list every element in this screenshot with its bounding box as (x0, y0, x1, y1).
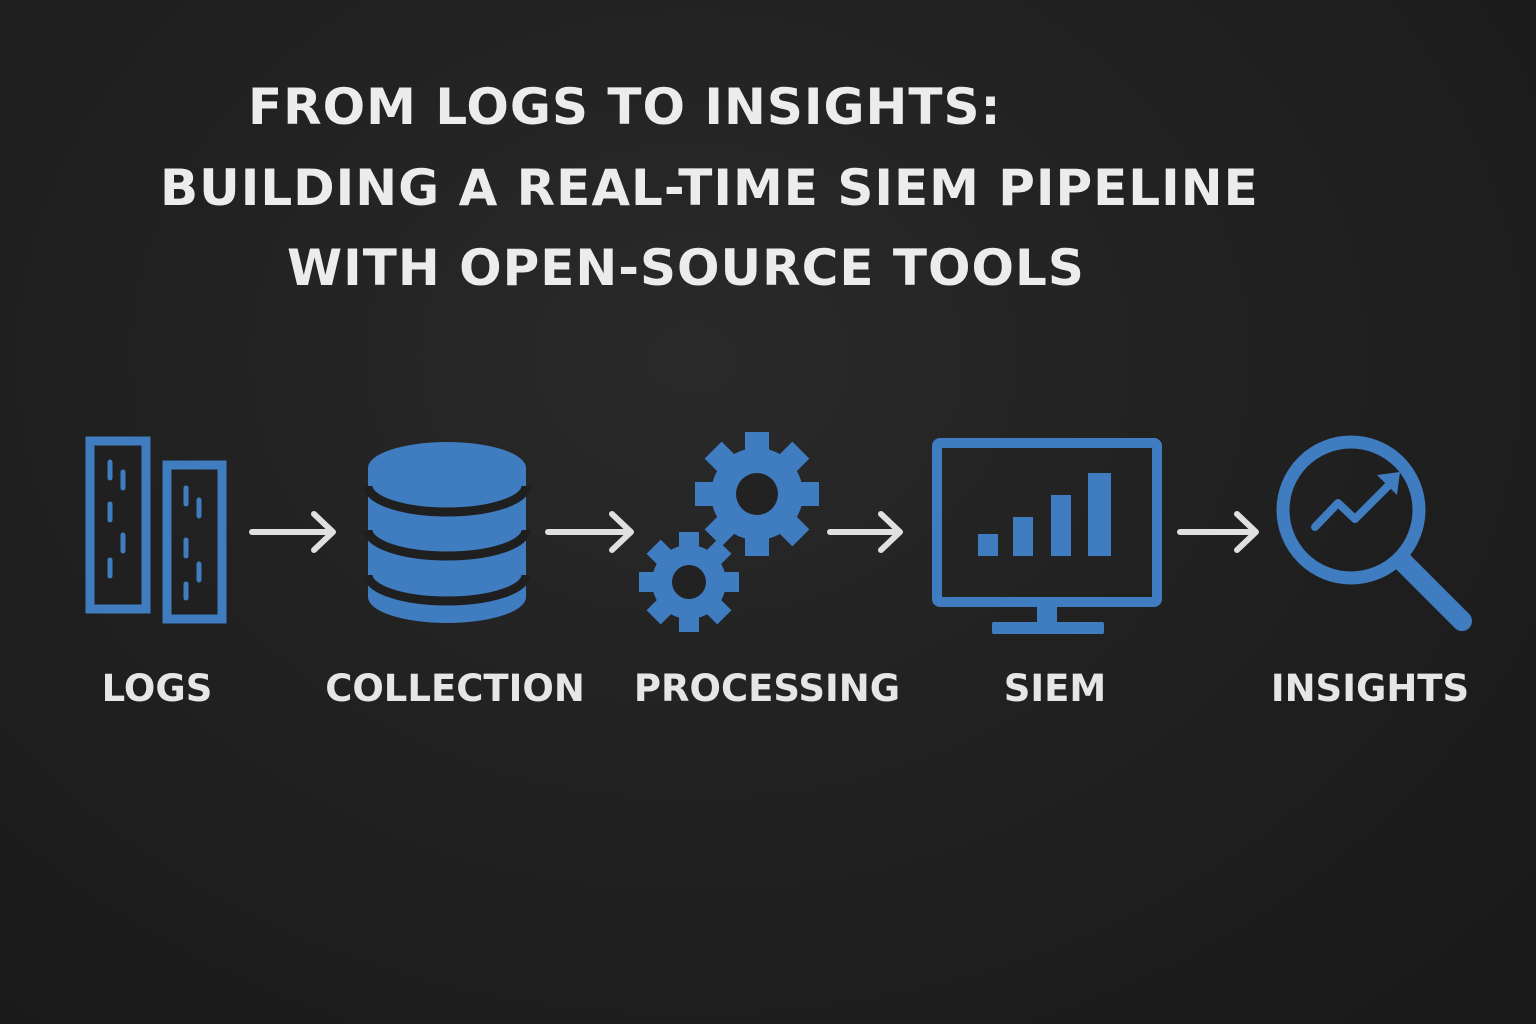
title-line-2: BUILDING A REAL-TIME SIEM PIPELINE (160, 159, 1259, 217)
flow-arrow-1 (249, 511, 336, 553)
stage-label-siem: SIEM (1003, 667, 1107, 710)
stage-label-processing: PROCESSING (633, 667, 901, 710)
flow-arrow-2 (545, 511, 634, 553)
flow-arrow-3 (827, 511, 903, 553)
monitor-chart-icon (932, 438, 1162, 634)
gears-icon (639, 432, 819, 632)
title-line-3: WITH OPEN-SOURCE TOOLS (287, 239, 1085, 297)
log-files-icon (85, 436, 227, 624)
flow-arrow-4 (1177, 511, 1259, 553)
stage-label-insights: INSIGHTS (1270, 667, 1470, 710)
stage-label-collection: COLLECTION (325, 667, 585, 710)
database-icon (363, 442, 531, 623)
stage-label-logs: LOGS (101, 667, 213, 710)
title-line-1: FROM LOGS TO INSIGHTS: (248, 78, 1002, 136)
magnifier-trend-icon (1276, 435, 1472, 631)
